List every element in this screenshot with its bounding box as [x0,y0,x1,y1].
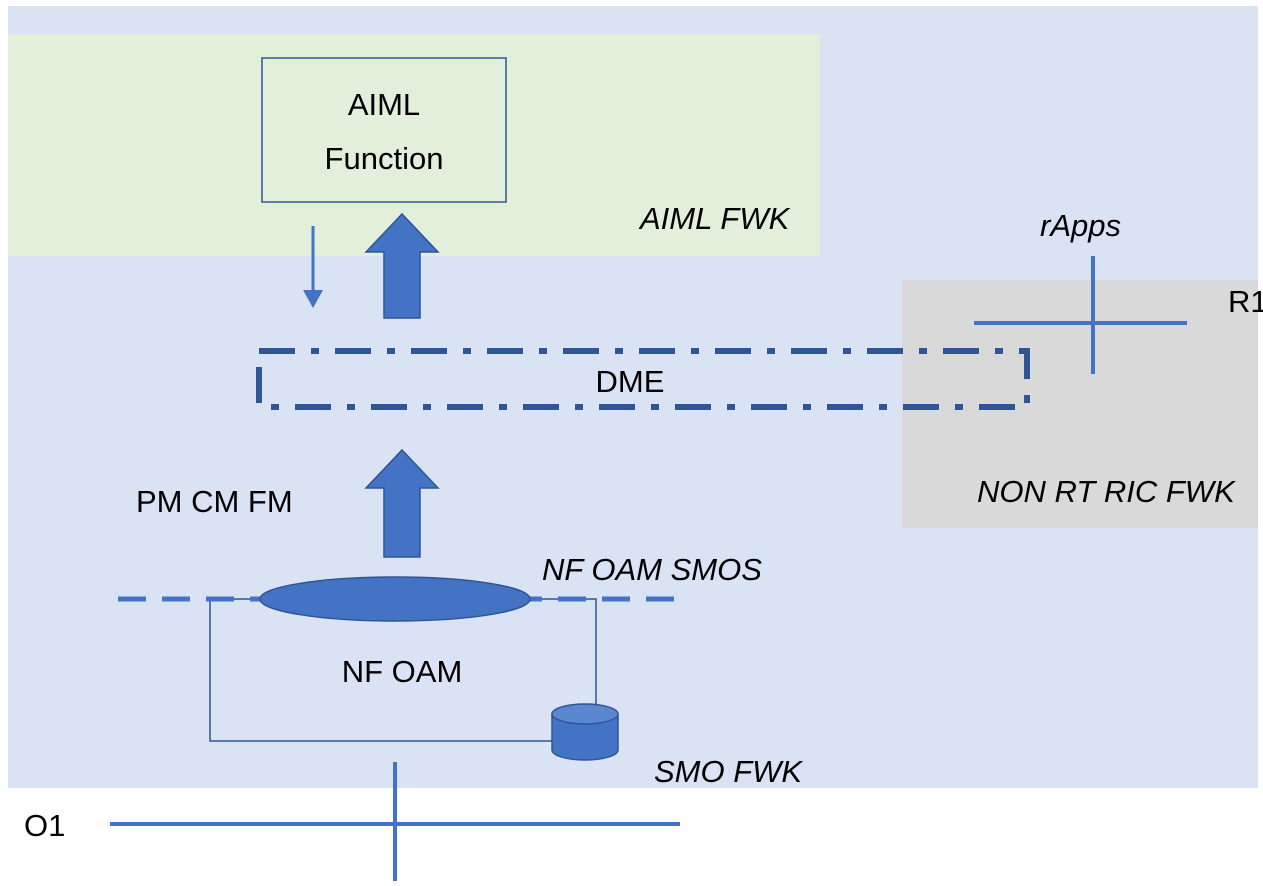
nonrtric-fwk-label: NON RT RIC FWK [977,474,1236,509]
data-types-label: PM CM FM [136,484,293,519]
smos-ellipse [259,576,531,622]
nf-oam-label: NF OAM [342,654,463,689]
r1-interface-cross [974,256,1187,374]
aiml-function-label-line1: AIML [348,87,420,122]
rapps-label: rApps [1040,208,1121,243]
o1-interface-cross [110,762,680,881]
aiml-function-box [261,57,507,203]
up-arrow-icon [364,212,440,319]
aiml-function-label-line2: Function [325,141,444,176]
o1-label: O1 [24,808,65,843]
dme-label: DME [596,364,665,399]
down-arrow-icon [303,226,323,308]
dme-box [256,348,1030,410]
database-icon [551,703,619,761]
aiml-fwk-region [8,34,820,256]
nf-oam-smos-label: NF OAM SMOS [542,552,762,587]
up-arrow-icon [364,448,440,558]
aiml-fwk-label: AIML FWK [638,201,791,236]
smo-fwk-label: SMO FWK [654,754,803,789]
r1-label: R1 [1228,284,1263,319]
